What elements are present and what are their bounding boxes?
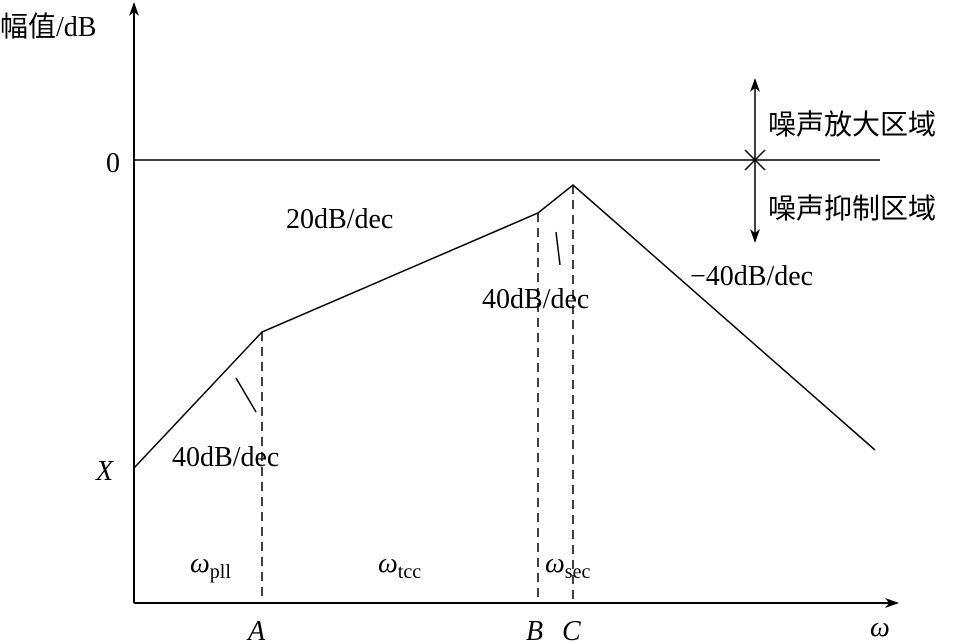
band-tcc-label: ωtcc <box>378 548 421 583</box>
slope-pointer <box>555 231 561 266</box>
magnitude-curve <box>133 184 876 469</box>
slope-label-2: 20dB/dec <box>286 204 393 235</box>
slope-pointer <box>235 377 257 413</box>
x-intercept-label: X <box>95 456 114 487</box>
x-axis-label: ω <box>870 612 890 643</box>
y-axis-label: 幅值/dB <box>0 11 96 43</box>
slope-label-1: 40dB/dec <box>172 442 279 473</box>
point-a-label: A <box>246 616 266 643</box>
point-c-label: C <box>562 616 581 643</box>
band-sec-label: ωsec <box>545 548 590 583</box>
region-amplify-label: 噪声放大区域 <box>768 109 936 141</box>
point-b-label: B <box>526 616 543 643</box>
band-pll-label: ωpll <box>190 548 231 583</box>
slope-label-4: −40dB/dec <box>690 261 813 292</box>
region-suppress-label: 噪声抑制区域 <box>768 193 936 225</box>
zero-label: 0 <box>106 148 120 179</box>
slope-label-3: 40dB/dec <box>482 284 589 315</box>
